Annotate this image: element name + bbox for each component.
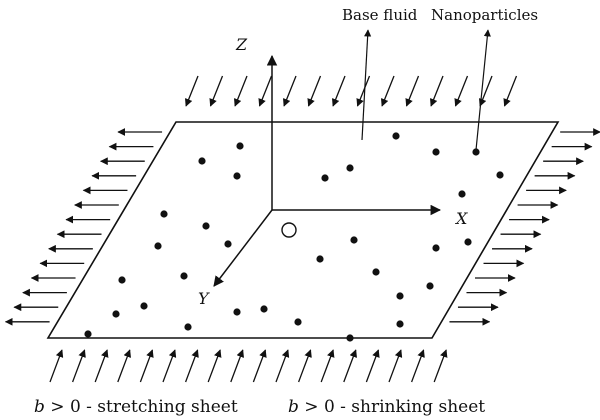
nanoparticle-dot	[118, 276, 126, 284]
shrinking-caption-var: b	[288, 397, 299, 417]
nanoparticle-dot	[198, 157, 206, 165]
nanoparticle-dot	[321, 174, 329, 182]
nanoparticle-dot	[316, 255, 324, 263]
boundary-force-arrows	[4, 75, 600, 383]
force-arrow	[71, 349, 86, 383]
force-arrow	[503, 75, 518, 107]
shrinking-caption-text: > 0 - shrinking sheet	[299, 397, 485, 417]
nanoparticle-dot	[432, 148, 440, 156]
stretching-caption: b > 0 - stretching sheet	[34, 397, 238, 417]
force-arrow	[478, 75, 493, 107]
nanoparticles-label: Nanoparticles	[431, 6, 538, 24]
force-arrow	[162, 349, 177, 383]
force-arrow	[207, 349, 222, 383]
nanoparticle-dot	[236, 142, 244, 150]
force-arrow	[258, 75, 273, 107]
force-arrow	[320, 349, 335, 383]
nanoparticle-dots	[84, 132, 504, 342]
shrinking-caption: b > 0 - shrinking sheet	[288, 397, 485, 417]
nanoparticle-dot	[372, 268, 380, 276]
nanoparticle-dot	[464, 238, 472, 246]
force-arrow	[405, 75, 420, 107]
nanoparticles-pointer	[475, 29, 491, 151]
force-arrow	[209, 75, 224, 107]
nanoparticle-dot	[350, 236, 358, 244]
force-arrow	[230, 349, 244, 383]
nanoparticle-dot	[180, 272, 188, 280]
nanoparticle-dot	[140, 302, 148, 310]
force-arrow	[297, 349, 312, 383]
nanoparticle-dot	[496, 171, 504, 179]
force-arrow	[252, 349, 267, 383]
nanoparticle-dot	[392, 132, 400, 140]
origin-marker	[281, 222, 297, 238]
z-axis-label: Z	[235, 35, 248, 54]
force-arrow	[343, 349, 357, 383]
force-arrow	[429, 75, 444, 107]
nanoparticle-dot	[184, 323, 192, 331]
nanoparticle-dot	[160, 210, 168, 218]
nanoparticle-dot	[84, 330, 92, 338]
nanoparticle-dot	[233, 308, 241, 316]
nanoparticle-dot	[472, 148, 480, 156]
force-arrow	[184, 349, 199, 383]
force-arrow	[454, 75, 469, 107]
nanoparticle-dot	[294, 318, 302, 326]
base-fluid-label: Base fluid	[342, 6, 418, 24]
nanoparticle-dot	[396, 292, 404, 300]
force-arrow	[433, 349, 448, 383]
nanoparticle-dot	[224, 240, 232, 248]
stretching-caption-text: > 0 - stretching sheet	[45, 397, 238, 417]
nanoparticle-dot	[458, 190, 466, 198]
nanoparticle-dot	[260, 305, 268, 313]
force-arrow	[139, 349, 154, 383]
force-arrow	[282, 75, 297, 107]
nanoparticle-dot	[426, 282, 434, 290]
x-axis-label: X	[454, 209, 468, 228]
force-arrow	[275, 349, 290, 383]
force-arrow	[380, 75, 395, 107]
force-arrow	[331, 75, 346, 107]
base-fluid-pointer	[361, 29, 372, 141]
nanoparticle-dot	[154, 242, 162, 250]
nanoparticle-dot	[233, 172, 241, 180]
force-arrow	[388, 349, 403, 383]
force-arrow	[94, 349, 109, 383]
force-arrow	[233, 75, 248, 107]
force-arrow	[356, 75, 371, 107]
nanoparticle-dot	[112, 310, 120, 318]
y-axis-label: Y	[198, 289, 210, 308]
nanoparticle-dot	[432, 244, 440, 252]
sheet-parallelogram	[46, 121, 560, 339]
nanoparticle-dot	[346, 164, 354, 172]
force-arrow	[117, 349, 131, 383]
force-arrow	[49, 349, 64, 383]
nanoparticle-dot	[202, 222, 210, 230]
force-arrow	[307, 75, 322, 107]
force-arrow	[184, 75, 199, 107]
nanoparticle-dot	[396, 320, 404, 328]
stretching-caption-var: b	[34, 397, 45, 417]
y-axis	[213, 209, 273, 287]
nanoparticle-dot	[346, 334, 354, 342]
force-arrow	[365, 349, 380, 383]
force-arrow	[410, 349, 425, 383]
